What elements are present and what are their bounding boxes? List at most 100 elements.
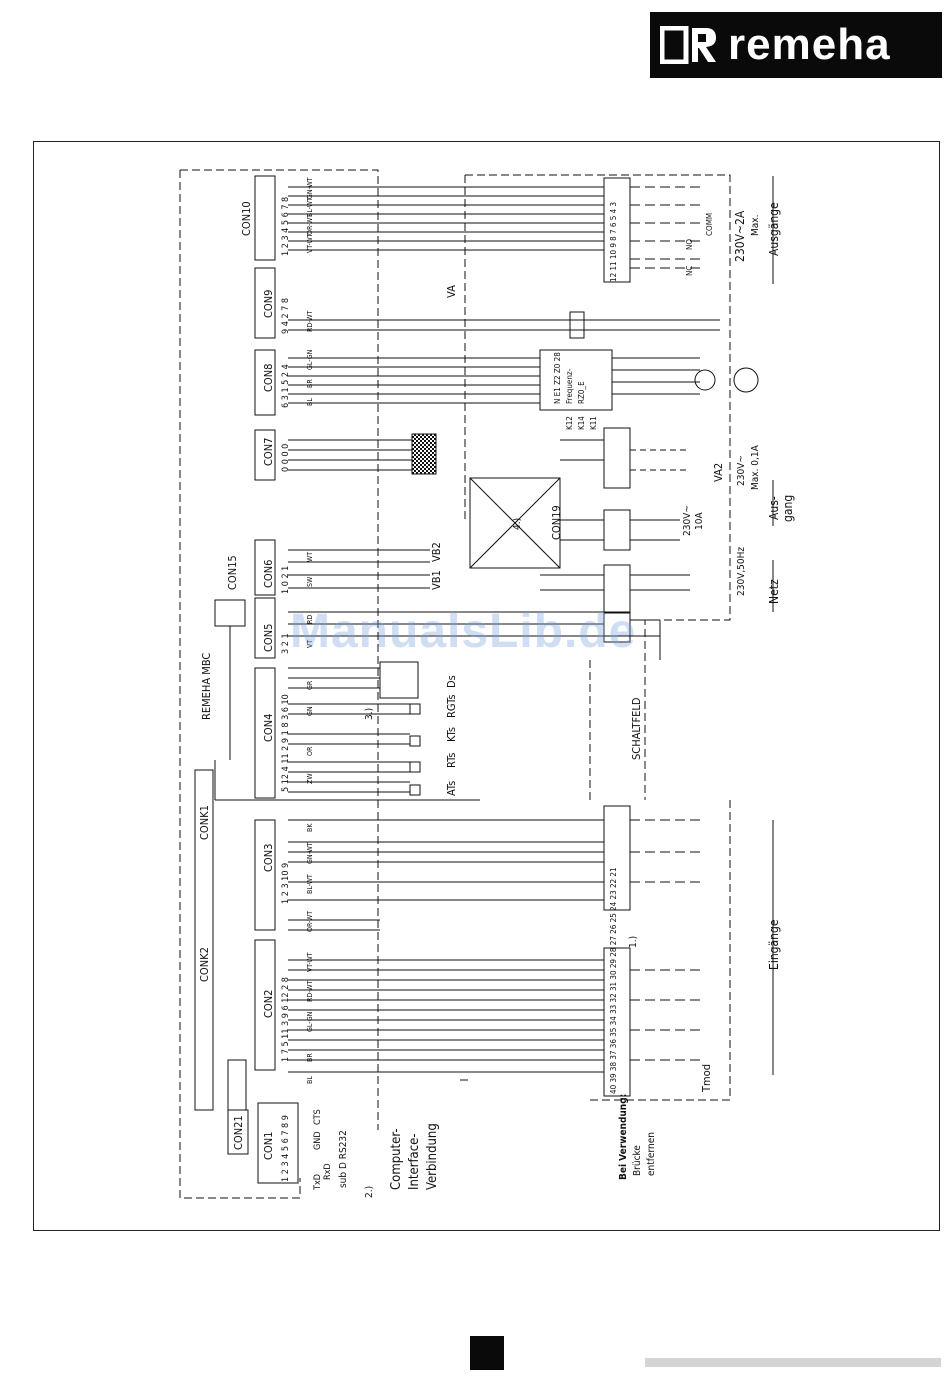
con15-plug	[214, 599, 246, 627]
con15-label: CON15	[226, 555, 239, 590]
computer-interface-line1: Computer-	[389, 1128, 404, 1190]
label-nc: NC	[685, 266, 694, 276]
con7-box	[254, 429, 276, 481]
conk2-label: CONK2	[198, 947, 211, 982]
wire-code-label: GN	[306, 706, 314, 716]
wire-code-label: SW	[306, 576, 314, 587]
footer-bar	[645, 1358, 941, 1367]
switch-panel-label: SCHALTFELD	[630, 697, 643, 760]
con4-lines	[288, 667, 410, 793]
usage-note-title: Bei Verwendung:	[618, 1094, 629, 1180]
label-aus-gang-1: Aus-	[767, 496, 781, 520]
rating-net: 230V,50Hz	[736, 547, 747, 596]
con3-pins: 1 2 3 10 9	[281, 863, 291, 904]
wire-code-label: GL-GN	[306, 1011, 314, 1032]
frequency-relay	[539, 349, 613, 411]
sensor-kts: KTs	[445, 727, 458, 742]
relay-k11: K11	[589, 416, 598, 430]
wire-code-label: GR	[306, 680, 314, 690]
wire-code-label: BK	[306, 823, 314, 832]
con2-label: CON2	[262, 990, 275, 1018]
output-terminal-lines	[288, 186, 604, 251]
sensor-ats: ATs	[445, 781, 458, 796]
controller-label: REMEHA MBC	[200, 653, 213, 720]
controller-outline	[179, 170, 301, 1199]
wire-code-label: OR	[306, 746, 314, 756]
rs232-txd: TxD	[313, 1174, 323, 1191]
wire-code-label: BR	[306, 1053, 314, 1062]
computer-interface-line3: Verbindung	[425, 1123, 440, 1190]
usage-note-line3: entfernen	[646, 1132, 657, 1176]
con10-box	[254, 175, 276, 261]
con7-pins: 0 0 0 0	[281, 444, 291, 472]
label-eingaenge: Eingänge	[767, 919, 781, 970]
wire-code-label: OR-WT	[306, 214, 314, 235]
remeha-mark-icon	[660, 26, 716, 64]
wire-code-label: RD-WT	[306, 311, 314, 332]
con10-pins: 1 2 3 4 5 6 7 8	[281, 197, 291, 256]
note-3: 3.)	[364, 708, 375, 720]
brand-name: remeha	[728, 20, 891, 69]
input-terminal-block-2	[603, 947, 631, 1097]
rating-con19-10a: 10A	[694, 512, 705, 530]
con8-box	[254, 349, 276, 416]
wire-code-label: WT	[306, 552, 314, 562]
con19-label: CON19	[550, 505, 563, 540]
rating-01a-max: Max. 0,1A	[750, 444, 761, 490]
con4-box	[254, 667, 276, 799]
wire-code-label: BL-WT	[306, 874, 314, 894]
valve-va: VA	[445, 285, 458, 298]
rating-out-max: Max.	[750, 215, 761, 236]
con1-label: CON1	[262, 1132, 275, 1160]
label-netz: Netz	[767, 579, 781, 604]
rs232-gnd: GND	[313, 1131, 323, 1150]
note-4: 4.)	[512, 518, 523, 530]
wire-code-label: VT-WT	[306, 952, 314, 972]
con6-pins: 1 0 2 1	[281, 566, 291, 594]
con1-box	[257, 1102, 299, 1184]
rs232-note: 2.)	[364, 1186, 375, 1198]
con6-box	[254, 539, 276, 596]
rating-out-2a: 230V~2A	[733, 210, 747, 262]
va2-terminal-block	[603, 427, 631, 489]
pressure-sensor	[379, 661, 419, 699]
wire-code-label: RD	[306, 615, 314, 624]
wire-code-label: OR-WT	[306, 911, 314, 932]
con8-label: CON8	[262, 364, 275, 392]
con7-label: CON7	[262, 438, 275, 466]
con4-label: CON4	[262, 714, 275, 742]
diagram-frame	[33, 141, 940, 1231]
con21-box	[227, 1109, 249, 1155]
watermark-text: ManualsLib.de	[290, 605, 637, 658]
wire-code-label: BR	[306, 379, 314, 388]
con4-pins: 5 12 4 11 2 9 1 8 3 6 10	[281, 694, 291, 792]
relay-k12: K12	[565, 416, 574, 430]
con6-label: CON6	[262, 560, 275, 588]
label-comm: COMM	[705, 213, 714, 236]
con3-box	[254, 819, 276, 931]
terminal-numbers-top: 12 11 10 9 8 7 6 5 4 3	[609, 202, 618, 282]
wire-code-label: BL-WT	[306, 197, 314, 217]
label-aus-gang-2: gang	[781, 495, 795, 522]
wire-code-label: BL	[306, 1076, 314, 1084]
label-ausgaenge: Ausgänge	[767, 202, 781, 256]
wire-code-label: ZW	[306, 773, 314, 784]
wire-code-label: GL-GN	[306, 349, 314, 370]
con2-box	[254, 939, 276, 1071]
rating-con19: 230V~	[682, 505, 693, 536]
relay-line1: N E1 Z2 Z0 28	[553, 352, 562, 404]
con2-pins: 1 7 5 11 3 9 6 12 2 8	[281, 977, 291, 1062]
terminal-numbers-bottom: 40 39 38 37 36 35 34 33 32 31 30 29 28 2…	[609, 867, 618, 1094]
con7-hatch-block	[411, 433, 437, 475]
wire-code-label: VT	[306, 640, 314, 648]
con21-label: CON21	[232, 1115, 245, 1150]
component-4-box	[469, 477, 561, 569]
valve-vb2: VB2	[430, 542, 443, 562]
rs232-sub: sub D RS232	[338, 1130, 349, 1188]
valve-va2: VA2	[712, 463, 725, 482]
computer-interface-line2: Interface-	[407, 1133, 422, 1190]
conk1-label: CONK1	[198, 805, 211, 840]
label-no: NO	[685, 239, 694, 250]
wire-code-label: VT-WT	[306, 233, 314, 253]
